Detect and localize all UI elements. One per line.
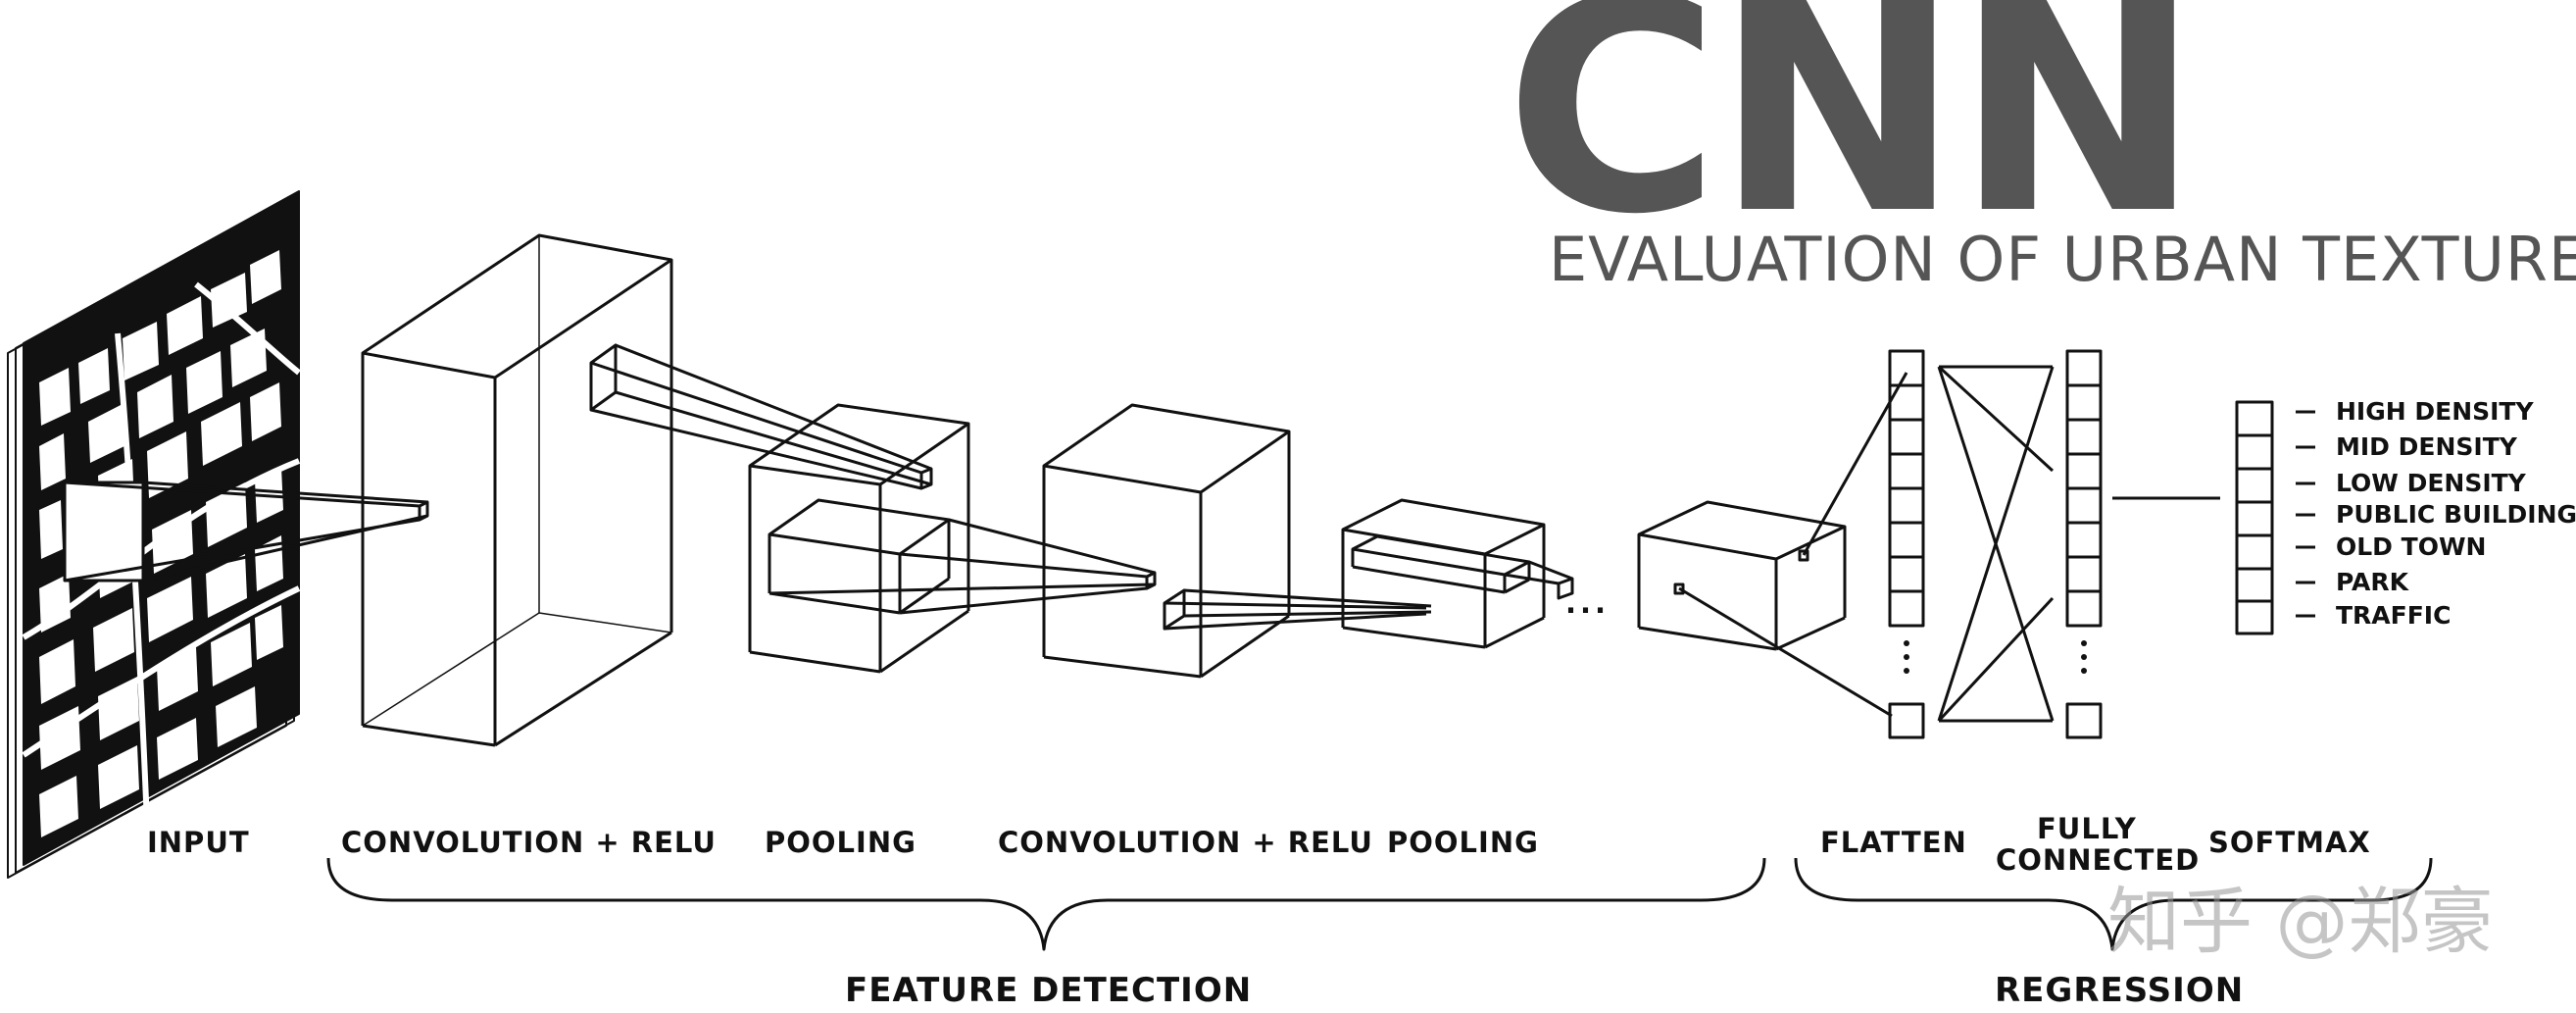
stage-label-fc-line1: FULLY: [2037, 812, 2137, 845]
watermark: 知乎 @郑豪: [2107, 880, 2494, 964]
diagram-subtitle: EVALUATION OF URBAN TEXTURE: [1549, 224, 2576, 295]
class-label-high-density: HIGH DENSITY: [2336, 397, 2534, 426]
stage-label-conv1: CONVOLUTION + RELU: [341, 826, 717, 859]
pool2-volume: [1341, 498, 1546, 649]
stage-label-fc-line2: CONNECTED: [1996, 843, 2201, 877]
conv1-volume: [361, 233, 673, 747]
class-label-park: PARK: [2336, 568, 2408, 596]
conv2-volume: [1042, 403, 1291, 679]
group-label-feature-detection: FEATURE DETECTION: [845, 971, 1253, 1010]
final-feature-volume: [1637, 500, 1847, 651]
flatten-column: [1888, 349, 1925, 739]
stage-label-pool2: POOLING: [1387, 826, 1539, 859]
class-label-public-buildings: PUBLIC BUILDINGS: [2336, 500, 2576, 529]
fc-column: [2065, 349, 2103, 739]
stage-label-softmax: SOFTMAX: [2208, 826, 2371, 859]
feature-detection-brace: [326, 857, 1766, 951]
class-label-traffic: TRAFFIC: [2336, 601, 2452, 630]
class-label-mid-density: MID DENSITY: [2336, 432, 2517, 461]
softmax-column: [2235, 400, 2274, 635]
diagram-title: CNN: [1505, 0, 2201, 279]
regression-brace: [1794, 857, 2433, 951]
pool1-volume: [748, 403, 970, 674]
group-label-regression: REGRESSION: [1995, 971, 2245, 1010]
input-image: [7, 190, 301, 879]
stage-label-input: INPUT: [147, 826, 250, 859]
class-label-low-density: LOW DENSITY: [2336, 469, 2526, 497]
stage-label-flatten: FLATTEN: [1820, 826, 1967, 859]
ellipsis-label: ...: [1565, 586, 1610, 620]
stage-label-conv2: CONVOLUTION + RELU: [998, 826, 1373, 859]
class-label-old-town: OLD TOWN: [2336, 532, 2487, 561]
stage-label-pool1: POOLING: [765, 826, 916, 859]
